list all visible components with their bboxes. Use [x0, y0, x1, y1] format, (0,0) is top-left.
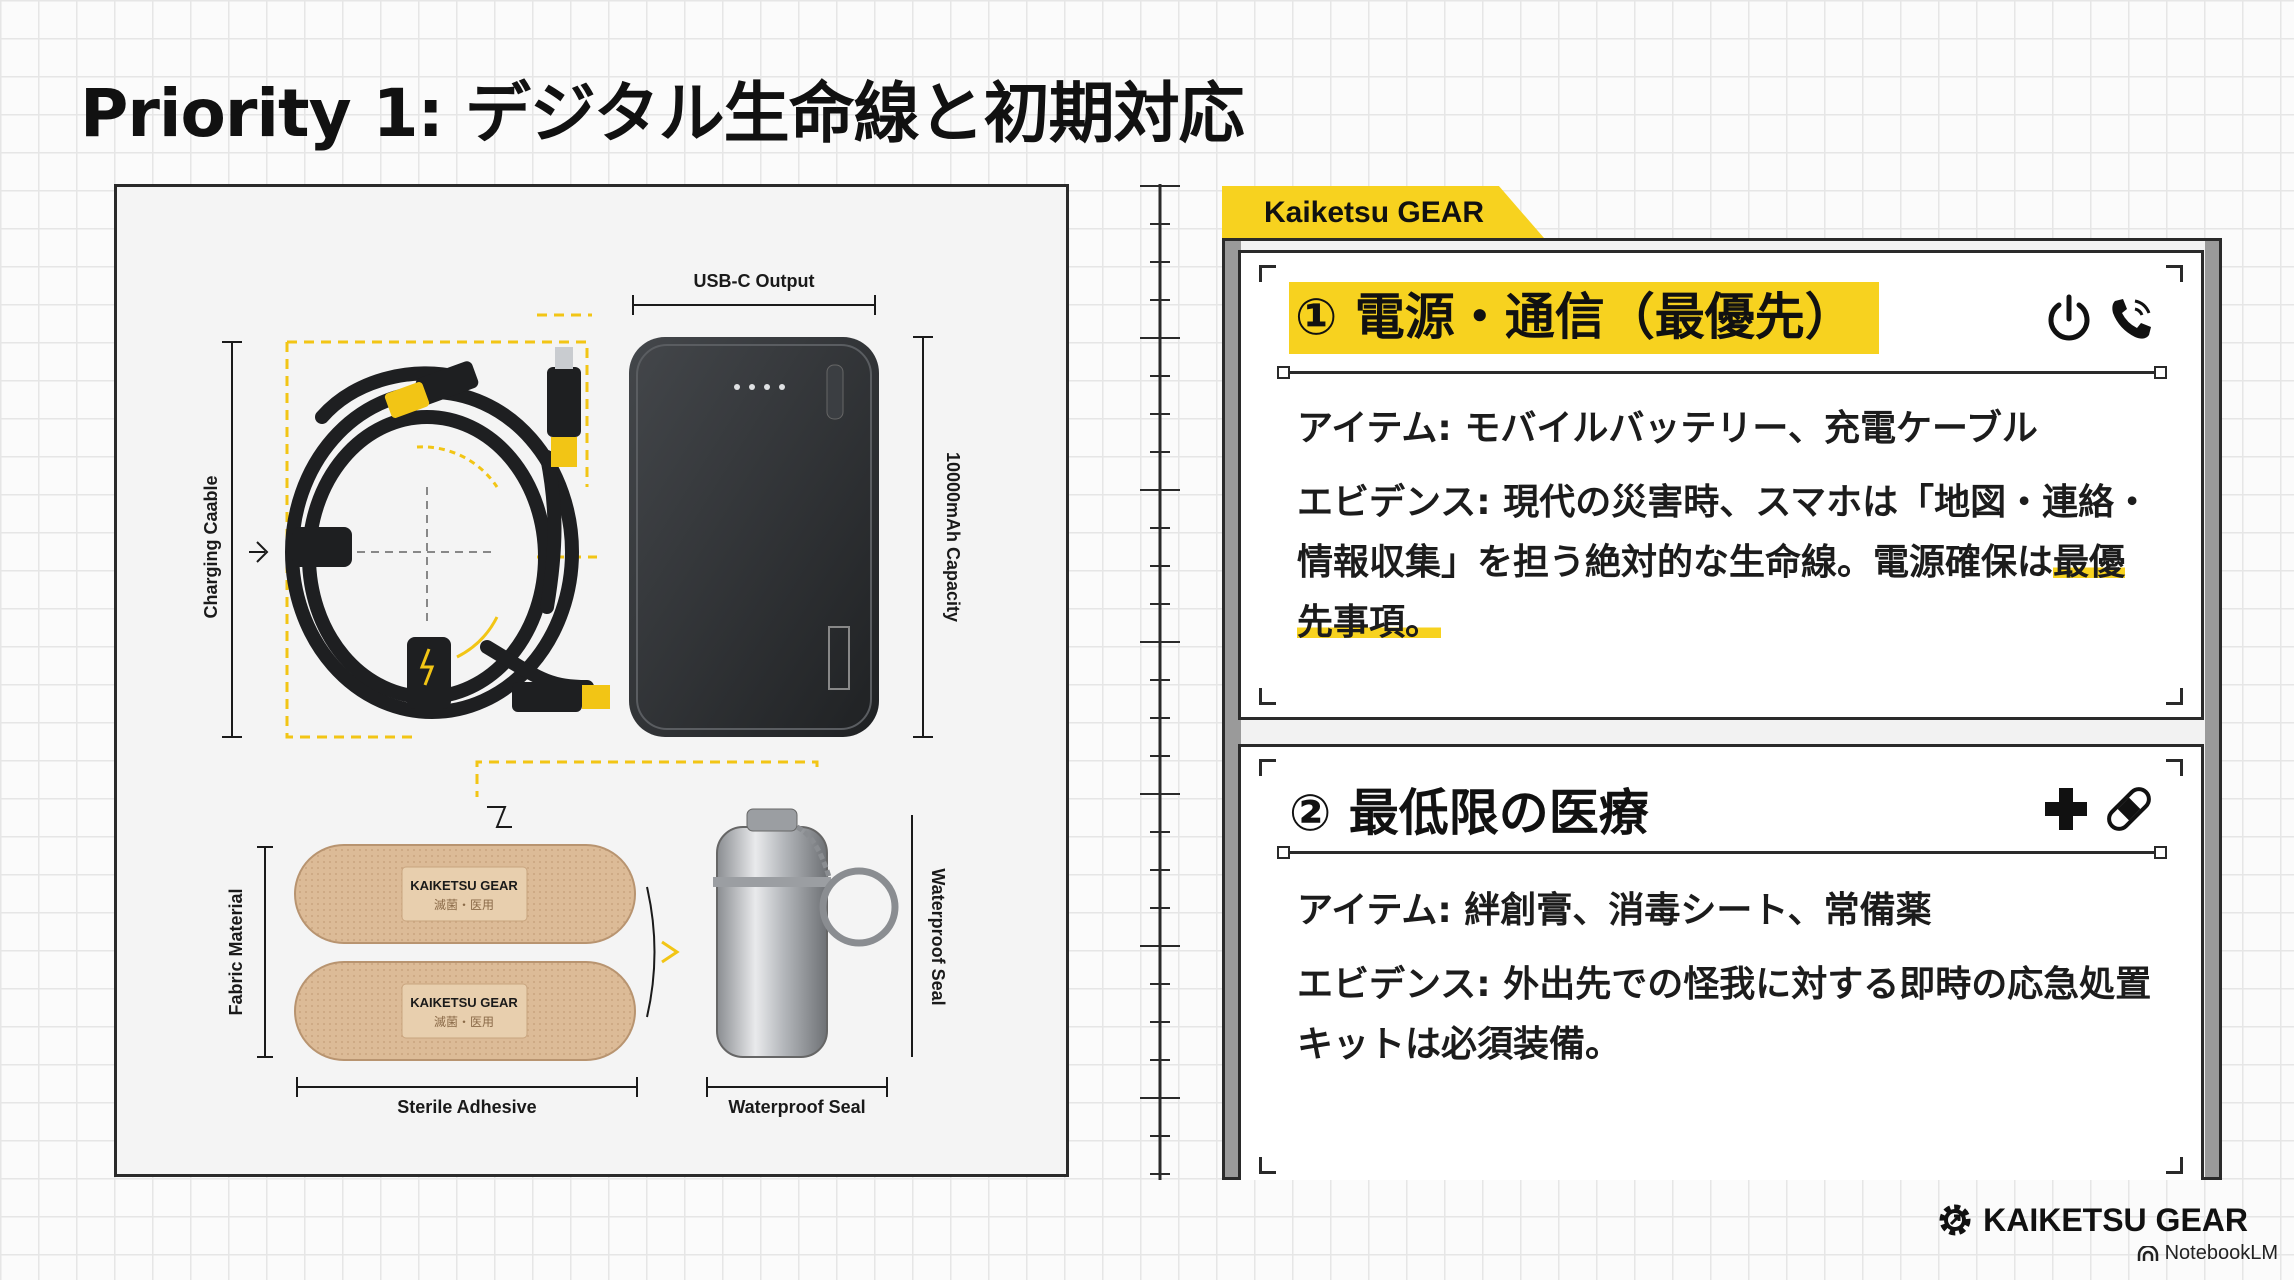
items-label: アイテム:	[1297, 890, 1452, 931]
card-power-communication: ① 電源・通信（最優先） アイテム: モバイルバッテリー、充電ケーブル エビデン…	[1238, 250, 2204, 720]
label-sterile-adhesive: Sterile Adhesive	[397, 1097, 536, 1117]
evidence-label: エビデンス:	[1297, 964, 1491, 1005]
corner-mark	[1259, 688, 1276, 705]
card-heading-text: ① 電源・通信（最優先）	[1289, 282, 1879, 354]
brand-tab: Kaiketsu GEAR	[1222, 186, 1544, 238]
evidence-line: エビデンス: 外出先での怪我に対する即時の応急処置キットは必須装備。	[1297, 955, 2157, 1075]
phone-icon	[2112, 299, 2151, 339]
corner-mark	[2166, 688, 2183, 705]
corner-mark	[1259, 759, 1276, 776]
label-usb-c-output: USB-C Output	[694, 271, 815, 291]
product-illustration: KAIKETSU GEAR 滅菌・医用 KAIKETSU GEAR 滅菌・医用 …	[114, 184, 1069, 1177]
bandage-sub-1: 滅菌・医用	[434, 898, 494, 912]
items-value: 絆創膏、消毒シート、常備薬	[1464, 890, 1932, 931]
label-waterproof-seal-bottom: Waterproof Seal	[728, 1097, 865, 1117]
corner-mark	[2166, 265, 2183, 282]
notebooklm-label: NotebookLM	[2164, 1242, 2278, 1264]
card-heading: ② 最低限の医療	[1289, 773, 1649, 845]
corner-mark	[1259, 265, 1276, 282]
label-capacity: 10000mAh Capacity	[943, 452, 963, 622]
items-value: モバイルバッテリー、充電ケーブル	[1464, 408, 2038, 449]
card-divider	[1277, 846, 2167, 859]
evidence-label: エビデンス:	[1297, 482, 1491, 523]
bandage-print-1: KAIKETSU GEAR	[410, 878, 518, 893]
brand-name: KAIKETSU GEAR	[1983, 1201, 2248, 1238]
corner-mark	[2166, 759, 2183, 776]
card-heading-text: ② 最低限の医療	[1289, 784, 1649, 842]
evidence-line: エビデンス: 現代の災害時、スマホは「地図・連絡・情報収集」を担う絶対的な生命線…	[1297, 473, 2157, 653]
plus-icon	[2045, 788, 2087, 830]
evidence-value: 外出先での怪我に対する即時の応急処置キットは必須装備。	[1297, 964, 2152, 1065]
page-title: Priority 1: デジタル生命線と初期対応	[80, 75, 1245, 152]
items-line: アイテム: モバイルバッテリー、充電ケーブル	[1297, 399, 2157, 459]
label-charging-cable: Charging Caable	[201, 475, 221, 618]
bandage-sub-2: 滅菌・医用	[434, 1015, 494, 1029]
gear-icon	[1939, 1204, 1971, 1236]
evidence-value: 現代の災害時、スマホは「地図・連絡・情報収集」を担う絶対的な生命線。電源確保は	[1297, 482, 2151, 583]
items-label: アイテム:	[1297, 408, 1452, 449]
bandage-print-2: KAIKETSU GEAR	[410, 995, 518, 1010]
card-divider	[1277, 366, 2167, 379]
notebooklm-credit: NotebookLM	[2137, 1242, 2278, 1265]
panel-shade-left	[1225, 241, 1241, 1177]
card-heading: ① 電源・通信（最優先）	[1289, 277, 1879, 354]
corner-mark	[2166, 1157, 2183, 1174]
bandage-icon	[2107, 787, 2151, 831]
card-body: アイテム: 絆創膏、消毒シート、常備薬 エビデンス: 外出先での怪我に対する即時…	[1297, 881, 2157, 1089]
power-icon	[2048, 294, 2090, 341]
label-waterproof-seal-side: Waterproof Seal	[928, 868, 948, 1005]
corner-mark	[1259, 1157, 1276, 1174]
card-medical: ② 最低限の医療 アイテム: 絆創膏、消毒シート、常備薬 エビデンス: 外出先で…	[1238, 744, 2204, 1180]
notebooklm-icon	[2137, 1245, 2158, 1261]
card-body: アイテム: モバイルバッテリー、充電ケーブル エビデンス: 現代の災害時、スマホ…	[1297, 399, 2157, 667]
brand-logo: KAIKETSU GEAR	[1935, 1200, 2248, 1240]
panel-shade-right	[2205, 241, 2219, 1177]
card-icons	[2043, 293, 2157, 345]
brand-tab-label: Kaiketsu GEAR	[1264, 196, 1485, 229]
ruler-divider	[1140, 184, 1180, 1180]
label-fabric-material: Fabric Material	[226, 888, 246, 1015]
items-line: アイテム: 絆創膏、消毒シート、常備薬	[1297, 881, 2157, 941]
card-icons	[2041, 781, 2157, 837]
